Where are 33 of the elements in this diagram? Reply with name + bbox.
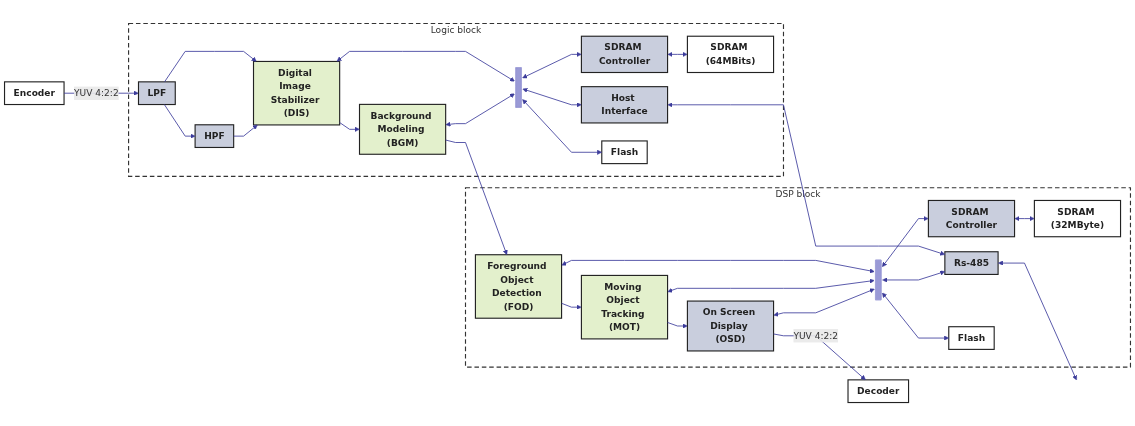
node-box: Host Interface (580, 86, 669, 124)
arrow (667, 102, 946, 256)
node-box: Background Modeling (BGM) (358, 103, 447, 155)
node-box: Moving Object Tracking (MOT) (580, 274, 669, 340)
arrow (667, 51, 688, 57)
edge-label: YUV 4:2:2 (793, 330, 839, 341)
edge-label: YUV 4:2:2 (73, 87, 119, 99)
node-box: Rs-485 (944, 251, 999, 275)
arrow (522, 51, 582, 79)
node-box: Encoder (3, 81, 65, 106)
node-box: SDRAM Controller (580, 35, 669, 74)
node-box: SDRAM Controller (927, 199, 1016, 238)
node-box: Foreground Object Detection (FOD) (474, 254, 563, 319)
node-box: On Screen Display (OSD) (686, 300, 775, 352)
node-box: Flash (601, 140, 648, 165)
node-box: LPF (137, 81, 176, 106)
node-box: SDRAM (32MByte) (1033, 199, 1122, 238)
arrow (445, 93, 515, 127)
node-box: Decoder (847, 379, 910, 404)
arrow (882, 292, 949, 341)
node-box: SDRAM (64MBits) (686, 35, 775, 74)
arrow (522, 87, 582, 108)
arrow (522, 99, 602, 155)
node-box: HPF (194, 124, 235, 149)
arrow (882, 216, 929, 268)
arrow (998, 260, 1077, 381)
node-box: Flash (948, 326, 995, 350)
arrow (667, 278, 875, 293)
arrow (882, 270, 946, 283)
arrow (561, 259, 875, 274)
node-box: Digital Image Stabilizer (DIS) (252, 60, 341, 126)
arrow (773, 288, 875, 317)
arrow (1014, 216, 1035, 222)
